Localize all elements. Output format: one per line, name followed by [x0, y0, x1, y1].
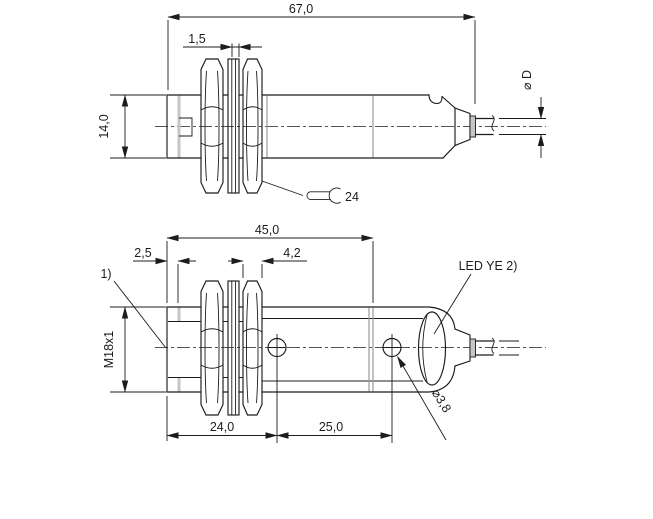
cable-break-squiggle-2	[491, 337, 495, 354]
wrench-callout: 24	[261, 180, 359, 204]
footnote-1-text: 1)	[100, 267, 111, 281]
dim-thread: M18x1	[102, 306, 166, 393]
top-view: 67,0 1,5 14,0 ⌀ D 24	[97, 2, 546, 204]
sensor-body-side	[166, 94, 546, 159]
body-outline	[166, 94, 444, 159]
dim-hole-spacing: 25,0	[276, 420, 393, 439]
dim-overall-length: 67,0	[167, 2, 476, 104]
gland-tip-band	[470, 116, 476, 137]
gland-tip-outline-2	[469, 338, 476, 358]
cable-break-squiggle	[491, 115, 495, 132]
dim-body-height: 14,0	[97, 94, 166, 159]
dim-washer-thickness: 1,5	[183, 32, 262, 57]
hole-cross-ticks	[268, 338, 401, 357]
hex-nut-1	[200, 58, 224, 194]
flat-edge-lines	[168, 318, 423, 382]
led-window-profile	[428, 94, 443, 105]
washer-rotated	[227, 280, 240, 416]
thread-relief-band	[177, 95, 181, 158]
washer	[227, 58, 240, 194]
dim-hole-spacing-text: 25,0	[319, 420, 343, 434]
cable-lines	[474, 117, 494, 136]
wrench-icon	[306, 187, 341, 204]
bottom-view: 45,0 2,5 4,2 M18x1 1)	[100, 223, 546, 443]
dim-overall-length-text: 67,0	[289, 2, 313, 16]
thread-tick-bottom	[177, 377, 181, 392]
gland-tip-outline	[469, 115, 476, 138]
hex-nut-2-rotated	[242, 280, 263, 416]
footnote-1-leader	[113, 280, 166, 348]
rear-chamfer	[441, 95, 456, 159]
cable-tail-lines	[499, 340, 519, 356]
led-leader-line	[433, 273, 472, 335]
dim-nut-thickness: 4,2	[228, 246, 307, 278]
dim-housing-length: 45,0	[166, 223, 374, 303]
wrench-size-text: 24	[345, 190, 359, 204]
dim-hole-position-text: 24,0	[210, 420, 234, 434]
dim-face-offset-text: 2,5	[134, 246, 151, 260]
cable-lines-2	[474, 340, 494, 356]
gland-tip-band-2	[470, 339, 476, 357]
thread-tick-top	[177, 307, 181, 322]
dim-hole-diameter-text: ⌀3,8	[429, 387, 454, 416]
dim-nut-thickness-text: 4,2	[283, 246, 300, 260]
dim-hole-position: 24,0	[166, 396, 278, 441]
led-label-text: LED YE 2)	[459, 259, 518, 273]
dim-face-offset: 2,5	[133, 246, 196, 303]
dim-washer-thickness-text: 1,5	[188, 32, 205, 46]
dim-cable-diameter: ⌀ D	[520, 70, 545, 158]
dim-housing-length-text: 45,0	[255, 223, 279, 237]
housing-joint-lines	[368, 307, 374, 392]
dim-hole-diameter: ⌀3,8	[397, 356, 454, 441]
led-lens	[417, 311, 447, 386]
hex-nut-1-rotated	[200, 280, 224, 416]
led-callout: LED YE 2)	[433, 259, 518, 335]
dim-cable-diameter-text: ⌀ D	[520, 70, 534, 90]
body-outline-rotated	[166, 306, 456, 393]
footnote-1-callout: 1)	[100, 267, 166, 348]
dim-body-height-text: 14,0	[97, 114, 111, 138]
hex-nut-2	[242, 58, 263, 194]
sensor-body-rotated	[166, 306, 519, 393]
face-slot	[179, 117, 193, 137]
wrench-leader-line	[261, 180, 304, 196]
dim-thread-text: M18x1	[102, 331, 116, 369]
